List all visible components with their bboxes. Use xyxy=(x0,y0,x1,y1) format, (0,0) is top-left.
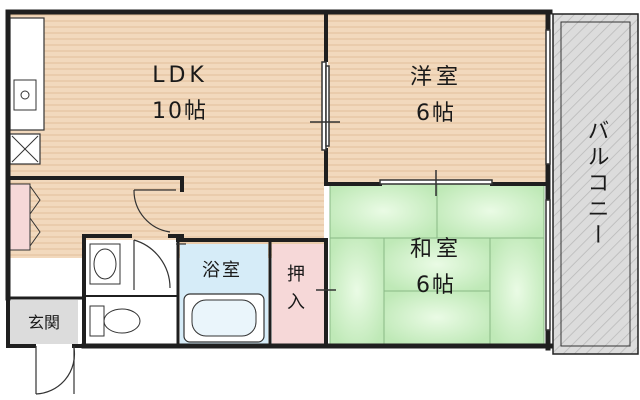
balcony-label: バルコニー xyxy=(584,119,609,249)
closet-label-line1: 押 xyxy=(287,264,305,285)
ldk-name: LDK xyxy=(152,63,208,88)
ldk-floor xyxy=(10,14,324,178)
japanese-room-tatami xyxy=(329,183,545,345)
balcony xyxy=(552,13,639,355)
bath-label: 浴室 xyxy=(202,260,242,281)
bathtub xyxy=(183,293,265,343)
japanese-room-size: 6帖 xyxy=(416,273,456,298)
entrance-label: 玄関 xyxy=(28,313,60,332)
door-swings xyxy=(35,189,186,395)
western-room-floor xyxy=(328,14,546,182)
kitchen-counter xyxy=(9,17,45,165)
toilet-fixture xyxy=(89,305,141,337)
western-room-size: 6帖 xyxy=(416,101,456,126)
japanese-room-name: 和室 xyxy=(410,237,462,262)
western-room-name: 洋室 xyxy=(410,65,462,90)
sliding-doors xyxy=(310,29,551,331)
ldk-size: 10帖 xyxy=(152,99,208,124)
closet-label-line2: 入 xyxy=(287,292,305,313)
walls xyxy=(5,9,553,351)
wash-basin xyxy=(89,243,121,285)
entrance-floor xyxy=(10,300,78,344)
closet-floor xyxy=(272,244,324,346)
